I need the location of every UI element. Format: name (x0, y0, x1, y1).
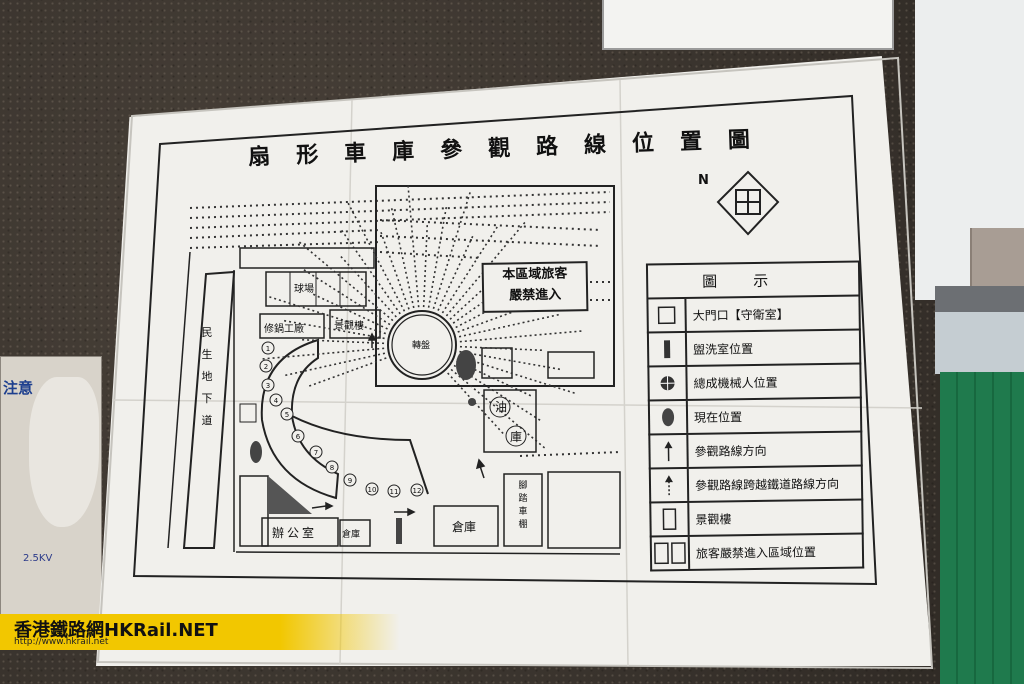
side-poster-voltage: 2.5KV (23, 553, 53, 564)
square-icon (657, 306, 676, 325)
watermark-url: http://www.hkrail.net (14, 637, 109, 647)
label-repair-shop: 修鍋工廠 (264, 324, 304, 335)
top-sign (602, 0, 894, 50)
label-oil: 油 (495, 400, 508, 414)
arrow-up-icon (664, 441, 673, 462)
label-warehouse: 倉庫 (452, 520, 477, 534)
double-rect-icon (654, 542, 686, 565)
label-small-warehouse: 倉庫 (342, 530, 361, 540)
legend-row: 景觀樓 (649, 500, 864, 538)
label-garage: 腳踏車棚 (518, 481, 528, 530)
label-turntable: 轉盤 (412, 341, 431, 351)
legend-row: 盥洗室位置 (646, 330, 862, 368)
label-view-tower: 景觀樓 (334, 321, 364, 332)
legend-row: 參觀路線方向 (648, 432, 863, 470)
bar-icon (663, 340, 671, 359)
label-storehouse: 庫 (510, 430, 523, 444)
legend-row: 現在位置 (647, 398, 863, 436)
legend-header: 圖示 (645, 260, 861, 300)
legend-row: 總成機械人位置 (647, 364, 862, 402)
restricted-notice: 本區域旅客 嚴禁進入 (481, 261, 589, 313)
label-office: 辦公室 (272, 526, 318, 540)
dashed-arrow-icon (664, 475, 673, 496)
shed-wall (935, 312, 1024, 374)
watermark-text: 香港鐵路網HKRail.NET (14, 620, 218, 641)
side-poster: 注意 2.5KV (0, 356, 102, 622)
watermark: 香港鐵路網HKRail.NET http://www.hkrail.net (0, 614, 400, 650)
label-ball-court: 球場 (294, 284, 314, 295)
legend-row: 旅客嚴禁進入區域位置 (649, 534, 865, 572)
north-label: N (698, 173, 709, 188)
green-fence (940, 372, 1024, 684)
shed-roof (935, 286, 1024, 316)
side-poster-heading: 注意 (3, 379, 34, 397)
label-road: 民生地下道 (201, 326, 213, 427)
rect-icon (662, 508, 677, 531)
cross-circle-icon (660, 376, 675, 391)
legend-row: 大門口【守衛室】 (646, 296, 861, 334)
oval-icon (662, 408, 675, 427)
map-legend: 圖示 大門口【守衛室】 盥洗室位置 總成機械人位置 現在位置 參觀路線方向 參觀… (645, 260, 865, 572)
legend-row: 參觀路線跨越鐵道路線方向 (648, 466, 864, 504)
